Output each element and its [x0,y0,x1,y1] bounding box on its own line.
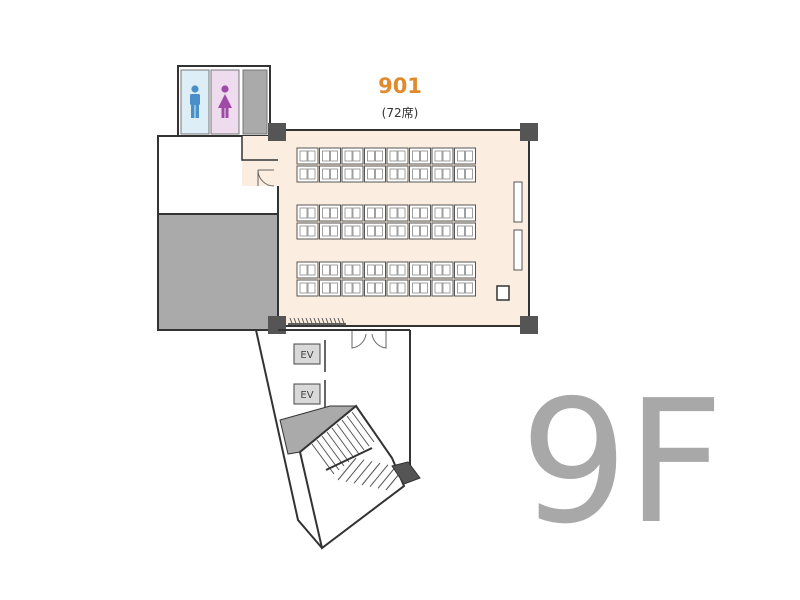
svg-text:EV: EV [300,350,313,361]
stairs-icon[interactable] [298,404,421,550]
elevator-2[interactable]: EV [293,383,321,405]
desk [409,165,431,183]
male-restroom-icon [190,85,200,118]
elevator-1[interactable]: EV [293,343,321,365]
desk [409,222,431,240]
desk [386,222,409,240]
desk [386,204,409,222]
desk [386,147,409,165]
desk [341,261,364,279]
desk [364,279,386,297]
desk [319,147,341,165]
desk [296,147,319,165]
floor-label: 9F [520,364,724,562]
svg-text:EV: EV [300,390,313,401]
desk [386,165,409,183]
desk [431,165,454,183]
desk [296,204,319,222]
desk [364,147,386,165]
columns [268,123,538,334]
restrooms [177,65,271,137]
desk [341,279,364,297]
desk [341,204,364,222]
desk [296,261,319,279]
desk [431,279,454,297]
female-restroom-icon [218,85,232,118]
desk [364,204,386,222]
desk [341,222,364,240]
desk-grid [296,147,476,297]
right-side-fixtures [496,181,523,301]
desk [296,222,319,240]
desk [319,165,341,183]
desk [454,222,476,240]
desk [296,279,319,297]
desk [319,279,341,297]
desk [319,261,341,279]
desk [409,279,431,297]
desk [364,165,386,183]
desk [454,279,476,297]
desk [364,222,386,240]
desk [341,165,364,183]
room-seat-count: (72席) [381,106,419,120]
desk [409,147,431,165]
desk [341,147,364,165]
desk [296,165,319,183]
desk [386,279,409,297]
desk [454,204,476,222]
desk [364,261,386,279]
desk [319,204,341,222]
desk [431,222,454,240]
desk [454,165,476,183]
desk [431,204,454,222]
desk [319,222,341,240]
desk [454,147,476,165]
desk [409,261,431,279]
room-number: 901 [378,74,422,98]
wall-hatching [289,317,346,327]
desk [431,147,454,165]
desk [409,204,431,222]
desk [386,261,409,279]
lower-building [255,329,411,549]
desk [431,261,454,279]
door-icon[interactable] [257,169,275,187]
desk [454,261,476,279]
